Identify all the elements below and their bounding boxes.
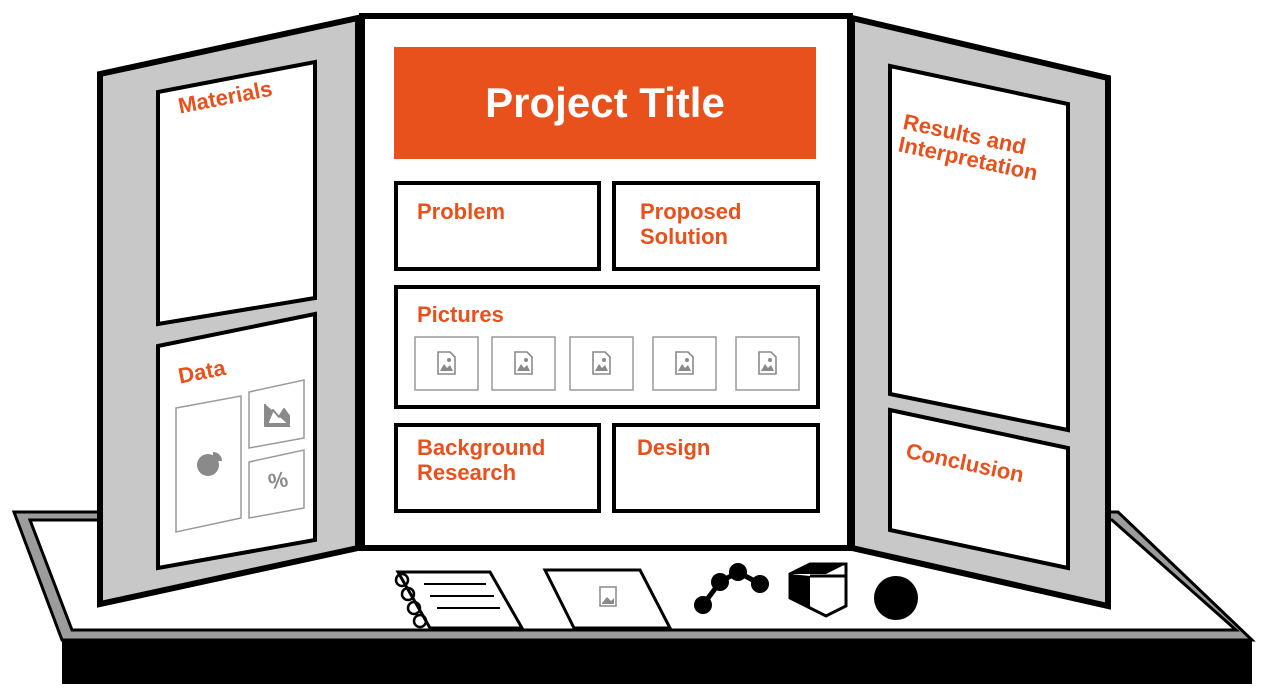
molecule-model-icon [694,563,769,614]
right-panel [849,14,1111,610]
picture-tiles [414,336,800,391]
background-research-box [394,423,601,513]
area-chart-icon [264,404,290,427]
notebook-icon [394,570,525,630]
data-tile-bottom-right [248,449,305,519]
box-icon [788,562,848,618]
title-banner [394,47,816,159]
problem-label: Problem [417,199,506,224]
table-items [394,562,918,630]
pie-chart-icon [197,452,222,476]
image-placeholder-icon [592,351,611,375]
picture-placeholder-3 [569,336,634,391]
table-base-shadow [62,640,1252,684]
conclusion-card [888,407,1070,571]
problem-box [394,181,601,271]
results-card [888,63,1070,433]
image-placeholder-icon [437,351,456,375]
image-placeholder-icon [675,351,694,375]
project-title: Project Title [485,79,725,126]
pictures-label: Pictures [417,302,504,327]
picture-placeholder-1 [414,336,479,391]
image-placeholder-icon [758,351,777,375]
center-panel [359,13,853,551]
picture-placeholder-5 [735,336,800,391]
left-panel [97,14,361,608]
image-placeholder-icon [514,351,533,375]
picture-placeholder-4 [652,336,717,391]
design-box [612,423,820,513]
design-label: Design [637,435,711,460]
proposed-solution-box [612,181,820,271]
proposed-solution-label: Proposed Solution [640,199,742,249]
background-research-label: Background Research [417,435,546,485]
picture-placeholder-2 [491,336,556,391]
materials-card [156,59,317,327]
ball-icon [874,576,918,620]
photo-card-icon [542,568,673,630]
